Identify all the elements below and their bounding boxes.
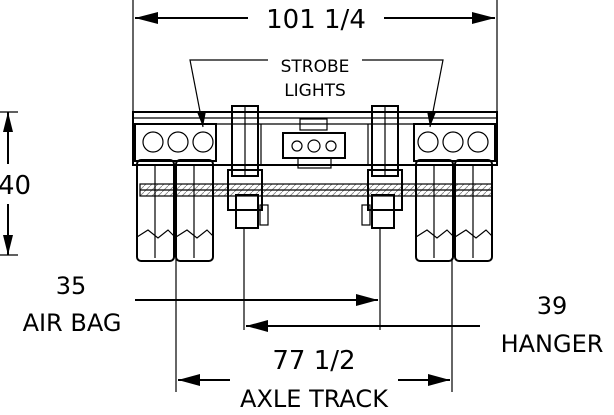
strobe-lights-callout: STROBE LIGHTS: [189, 57, 444, 128]
axle-track-value: 77 1/2: [272, 346, 355, 376]
overall-width-dimension: 101 1/4: [132, 0, 498, 112]
right-hanger: [361, 105, 403, 229]
axle-track-label: AXLE TRACK: [240, 385, 389, 413]
left-hanger: [227, 105, 269, 229]
hanger-dimension: 39 HANGER: [246, 292, 603, 358]
hanger-value: 39: [537, 292, 568, 320]
strobe-label-line1: STROBE: [281, 57, 350, 77]
rear-bumper: [132, 111, 498, 169]
overall-width-text: 101 1/4: [266, 5, 366, 35]
axle-track-dimension: 77 1/2 AXLE TRACK: [175, 258, 453, 413]
axle-beam: [139, 183, 493, 197]
strobe-label-line2: LIGHTS: [284, 81, 346, 101]
airbag-dimension: 35 AIR BAG: [23, 228, 381, 337]
airbag-value: 35: [56, 272, 87, 300]
airbag-label: AIR BAG: [23, 309, 122, 337]
left-tires: [136, 159, 214, 262]
hanger-label: HANGER: [501, 330, 604, 358]
height-dimension: 40: [0, 111, 31, 256]
right-tires: [415, 159, 493, 262]
height-text: 40: [0, 171, 31, 201]
